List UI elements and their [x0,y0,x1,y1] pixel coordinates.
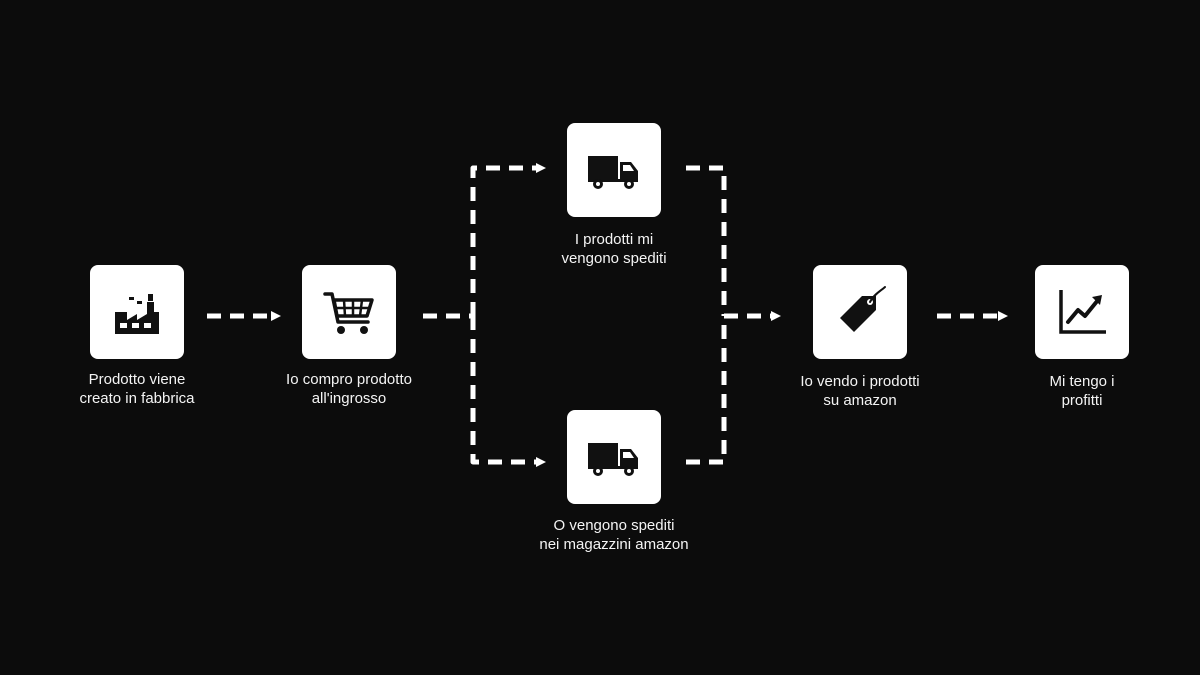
node-wholesale-label: Io compro prodotto all'ingrosso [286,371,412,407]
factory-icon [115,294,159,334]
node-profits-label: Mi tengo i profitti [1049,373,1115,409]
price-tag-icon [840,286,886,332]
edge-shipped-to-me-to-merge [686,165,727,316]
node-shipped-to-me [567,123,661,217]
edge-shipped-to-amazon-to-merge [686,316,727,465]
truck-icon [588,443,638,476]
node-wholesale [302,265,396,359]
node-factory [90,265,184,359]
node-sell-amazon [813,265,907,359]
truck-icon [588,156,638,189]
edge-split-to-shipped-to-me [470,163,546,316]
node-shipped-to-amazon [567,410,661,504]
node-sell-amazon-label: Io vendo i prodotti su amazon [800,373,920,409]
node-profits [1035,265,1129,359]
edge-split-to-shipped-to-amazon [470,316,546,467]
trending-up-chart-icon [1059,290,1106,334]
shopping-cart-icon [323,292,374,334]
node-shipped-to-amazon-label: O vengono spediti nei magazzini amazon [539,517,689,553]
node-shipped-to-me-label: I prodotti mi vengono spediti [561,231,667,267]
node-factory-label: Prodotto viene creato in fabbrica [79,371,195,407]
